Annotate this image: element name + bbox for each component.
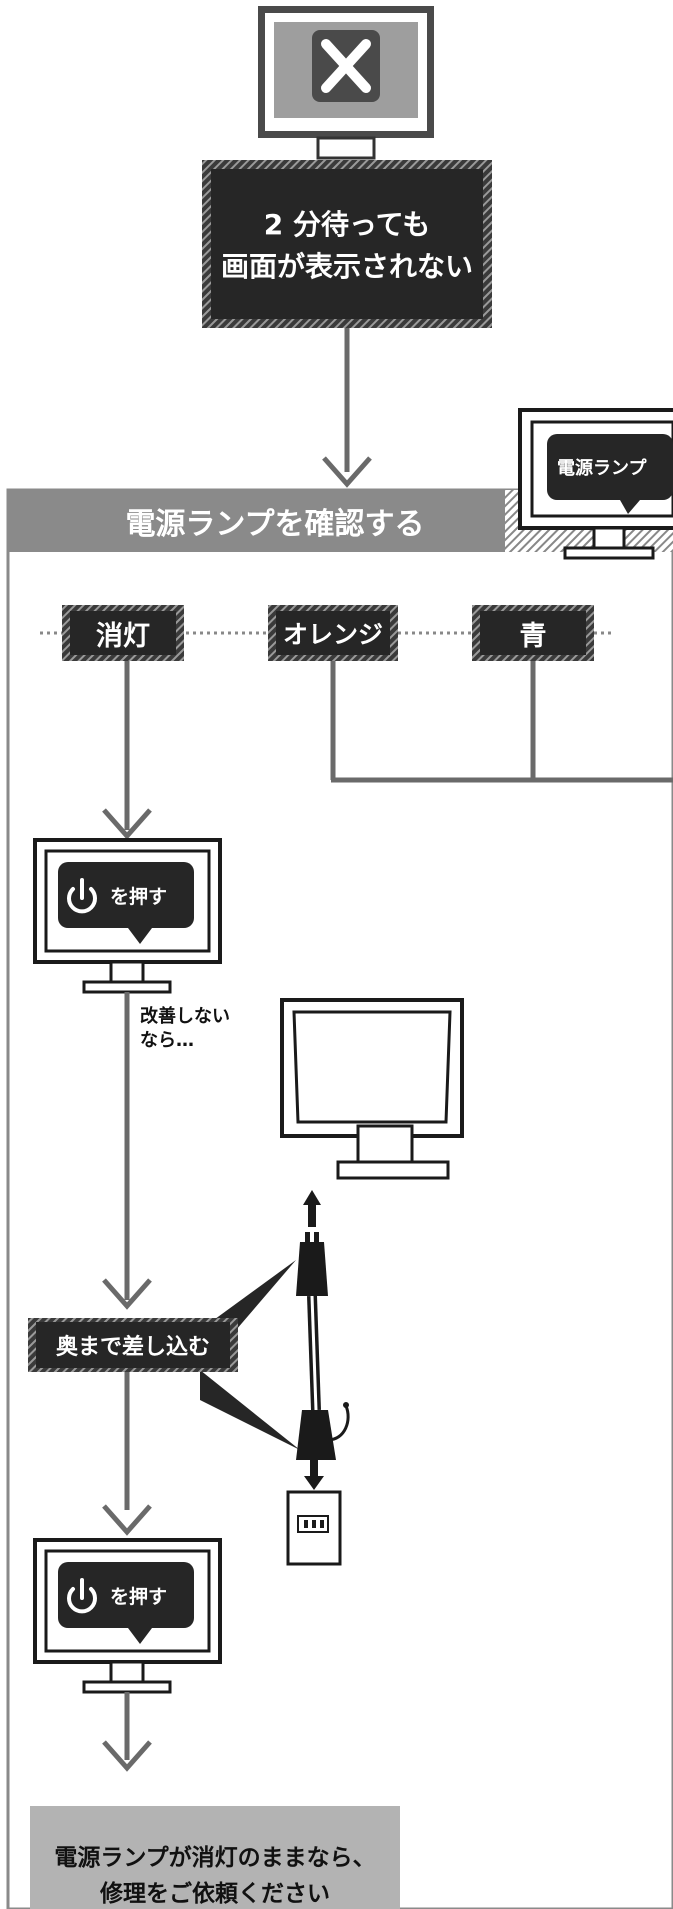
top-monitor [258, 6, 434, 160]
arrow-down-icon [102, 1504, 152, 1536]
power-cable [296, 1190, 350, 1490]
power-icon [67, 1578, 97, 1614]
power-plug-icon [296, 1402, 350, 1460]
corner-callout-text: 電源ランプ [557, 458, 647, 479]
plug-in-callout [28, 1260, 300, 1450]
lamp-state-blue: 青 [519, 620, 547, 652]
wall-outlet-icon [286, 1490, 342, 1566]
final-box-line1: 電源ランプが消灯のままなら、 [54, 1845, 376, 1871]
press-callout-top: を押す [110, 885, 168, 908]
top-box-line2: 画面が表示されない [220, 250, 473, 283]
power-icon [67, 878, 97, 914]
section-panel [6, 488, 673, 1909]
arrow-down-icon [102, 1278, 152, 1310]
monitor-back [280, 998, 464, 1180]
section-header-title: 電源ランプを確認する [125, 507, 425, 542]
x-icon [321, 39, 371, 93]
plug-in-label: 奥まで差し込む [55, 1335, 210, 1360]
final-box [30, 1806, 400, 1909]
arrow-down-icon [322, 456, 372, 488]
lamp-state-off: 消灯 [96, 620, 150, 652]
lamp-state-orange: オレンジ [282, 620, 383, 649]
top-box-line1: 2 分待っても [263, 208, 431, 241]
if-not-improved-line1: 改善しない [140, 1006, 230, 1027]
final-box-line2: 修理をご依頼ください [100, 1881, 330, 1907]
arrow-down-icon [102, 808, 152, 840]
monitor-press-power-bottom [33, 1538, 222, 1694]
lamp-state-row [40, 605, 612, 661]
press-callout-bottom: を押す [110, 1585, 168, 1608]
if-not-improved-line2: なら… [140, 1030, 194, 1051]
arrow-down-icon [102, 1740, 152, 1772]
monitor-press-power-top [33, 838, 222, 994]
corner-monitor [518, 408, 673, 560]
orange-blue-connector [330, 661, 673, 783]
